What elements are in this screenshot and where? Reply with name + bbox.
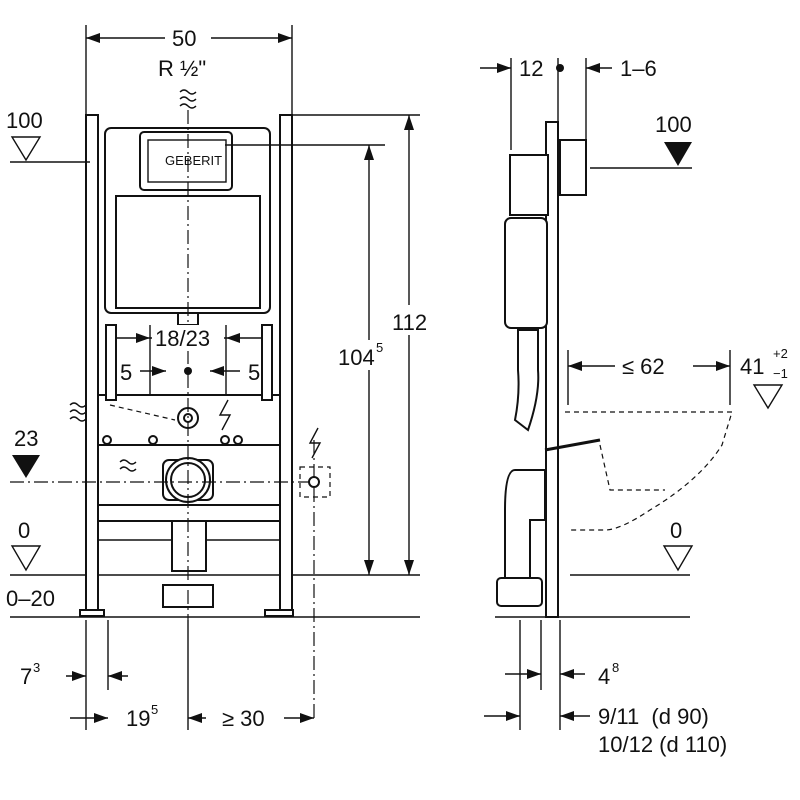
right-rod [261,324,273,401]
electric-outlet [308,476,320,488]
side-cistern-top [509,154,549,216]
arrow [404,115,414,130]
waste-wave-icon [119,459,137,472]
floor-range-label: 0–20 [6,586,55,611]
lightning-icon [308,427,322,459]
right-upright [279,114,293,616]
side-level-100-label: 100 [655,112,692,137]
dim-18-23-label: 18/23 [155,326,210,351]
dim-4-sup: 8 [612,660,619,675]
thread-label: R ½" [158,56,206,81]
side-level-0-label: 0 [670,518,682,543]
bolt-outer-left [102,435,112,445]
arrow [108,671,122,681]
arrow [506,711,520,721]
side-waste-outlet [496,577,543,607]
arrow [497,63,511,73]
arrow [586,63,600,73]
arrow [404,560,414,575]
wc-inner [599,444,665,491]
crossbar [97,504,281,522]
dim-104-sup: 5 [376,340,383,355]
dim-4-label: 4 [598,664,610,689]
side-level-marker-open [662,545,694,572]
brand-text: GEBERIT [165,153,222,168]
dim-12-label: 12 [519,56,543,81]
dim-5-left-label: 5 [120,360,132,385]
dim-7-label: 7 [20,664,32,689]
arrow [278,33,292,43]
level-marker-open [10,545,42,572]
arrow [94,713,108,723]
arrow [560,711,574,721]
dim-5-right-label: 5 [248,360,260,385]
arrow [560,669,574,679]
arrow [226,333,240,343]
dim-7-sup: 3 [33,660,40,675]
pipe-size-line2: 10/12 (d 110) [598,732,727,757]
drain-pipe [171,520,207,572]
side-waste-pipe [504,469,546,591]
side-level-marker [664,142,692,166]
dim-62-label: ≤ 62 [622,354,665,379]
dim-30-label: ≥ 30 [222,706,265,731]
bolt-left [148,435,158,445]
arrow [136,333,150,343]
dim-50-label: 50 [172,26,196,51]
side-connector [544,438,601,452]
pipe-size-line1: 9/11 (d 90) [598,704,709,729]
level-23-label: 23 [14,426,38,451]
arrow [364,145,374,160]
arrow [72,671,86,681]
dim-19-label: 19 [126,706,150,731]
flush-plate [139,131,233,191]
bolt-outer-right [233,435,243,445]
side-upright [545,121,559,618]
lightning-icon-small [218,399,232,431]
left-rod [105,324,117,401]
arrow [716,361,730,371]
level-marker-filled [12,455,40,478]
dim-104-label: 104 [338,345,375,370]
arrow [300,713,314,723]
wc-bowl-outline [565,411,733,531]
arrow [568,361,582,371]
connection-dashed [109,404,176,421]
dim-1-6-label: 1–6 [620,56,657,81]
centre-dot [184,367,192,375]
dim-41-label: 41 [740,354,764,379]
arrow [86,33,100,43]
flush-plate-inner [147,139,227,183]
dim-41-tol-minus: −1 [773,366,788,381]
arrow [527,669,541,679]
level-0-label: 0 [18,518,30,543]
dim-19-sup: 5 [151,702,158,717]
water-wave-icon [179,89,197,109]
left-foot [79,609,105,617]
arrow [364,560,374,575]
water-wave-left-icon [69,402,87,422]
side-view: 12 1–6 100 ≤ 62 41 +2 −1 0 4 8 [480,56,788,757]
arrow [188,713,202,723]
dot [556,64,564,72]
side-level-marker-open [752,384,784,410]
side-cistern-body [504,217,548,329]
bolt-right [220,435,230,445]
level-marker-open [10,136,42,162]
front-view: GEBERIT [6,24,436,731]
dim-41-tol-plus: +2 [773,346,788,361]
left-upright [85,114,99,616]
level-100-label: 100 [6,108,43,133]
dim-112-label: 112 [392,310,427,335]
side-flush-plate [559,139,587,196]
right-foot [264,609,294,617]
electric-box [299,466,331,498]
side-flush-pipe [513,329,540,432]
